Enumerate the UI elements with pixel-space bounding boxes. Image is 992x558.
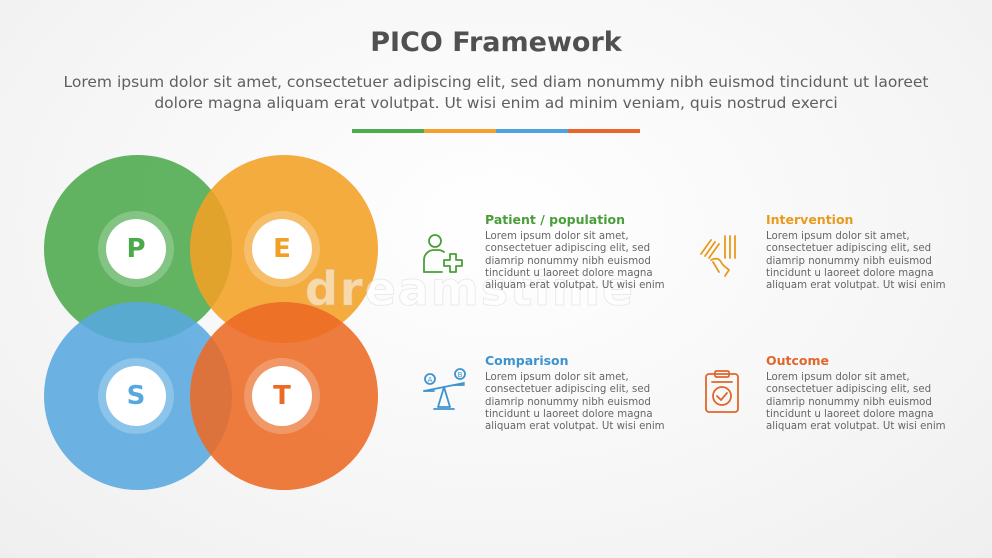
letter-s: S (126, 381, 146, 411)
letter-e-badge: E (252, 219, 312, 279)
balance-scale-icon: A B (420, 367, 468, 415)
letter-p: P (126, 234, 146, 264)
item-outcome: Outcome Lorem ipsum dolor sit amet, cons… (766, 353, 966, 433)
item-title-comparison: Comparison (485, 353, 569, 368)
letter-s-badge: S (106, 366, 166, 426)
letter-p-badge: P (106, 219, 166, 279)
divider-segment-green (352, 129, 424, 133)
item-comparison: Comparison Lorem ipsum dolor sit amet, c… (485, 353, 685, 433)
page-title: PICO Framework (370, 27, 622, 58)
item-intervention: Intervention Lorem ipsum dolor sit amet,… (766, 212, 966, 292)
divider-segment-orange (424, 129, 496, 133)
item-title-patient: Patient / population (485, 212, 625, 227)
item-patient: Patient / population Lorem ipsum dolor s… (485, 212, 685, 292)
svg-text:B: B (458, 371, 463, 379)
watermark: dreamstime (304, 262, 636, 317)
item-desc-comparison: Lorem ipsum dolor sit amet, consectetuer… (485, 372, 665, 433)
color-divider (352, 129, 640, 133)
item-title-outcome: Outcome (766, 353, 830, 368)
clipboard-check-icon (699, 368, 747, 416)
divider-segment-red (568, 129, 640, 133)
item-desc-patient: Lorem ipsum dolor sit amet, consectetuer… (485, 231, 665, 292)
item-title-intervention: Intervention (766, 212, 854, 227)
letter-e: E (273, 234, 291, 264)
letter-t: T (273, 381, 291, 411)
divider-segment-blue (496, 129, 568, 133)
item-desc-outcome: Lorem ipsum dolor sit amet, consectetuer… (766, 372, 946, 433)
hand-intervention-icon (697, 230, 745, 278)
item-desc-intervention: Lorem ipsum dolor sit amet, consectetuer… (766, 231, 946, 292)
svg-text:A: A (428, 376, 433, 384)
patient-plus-icon (420, 230, 468, 278)
pico-circle-diagram: P E S T (44, 155, 378, 491)
page-subtitle: Lorem ipsum dolor sit amet, consectetuer… (63, 73, 929, 112)
letter-t-badge: T (252, 366, 312, 426)
